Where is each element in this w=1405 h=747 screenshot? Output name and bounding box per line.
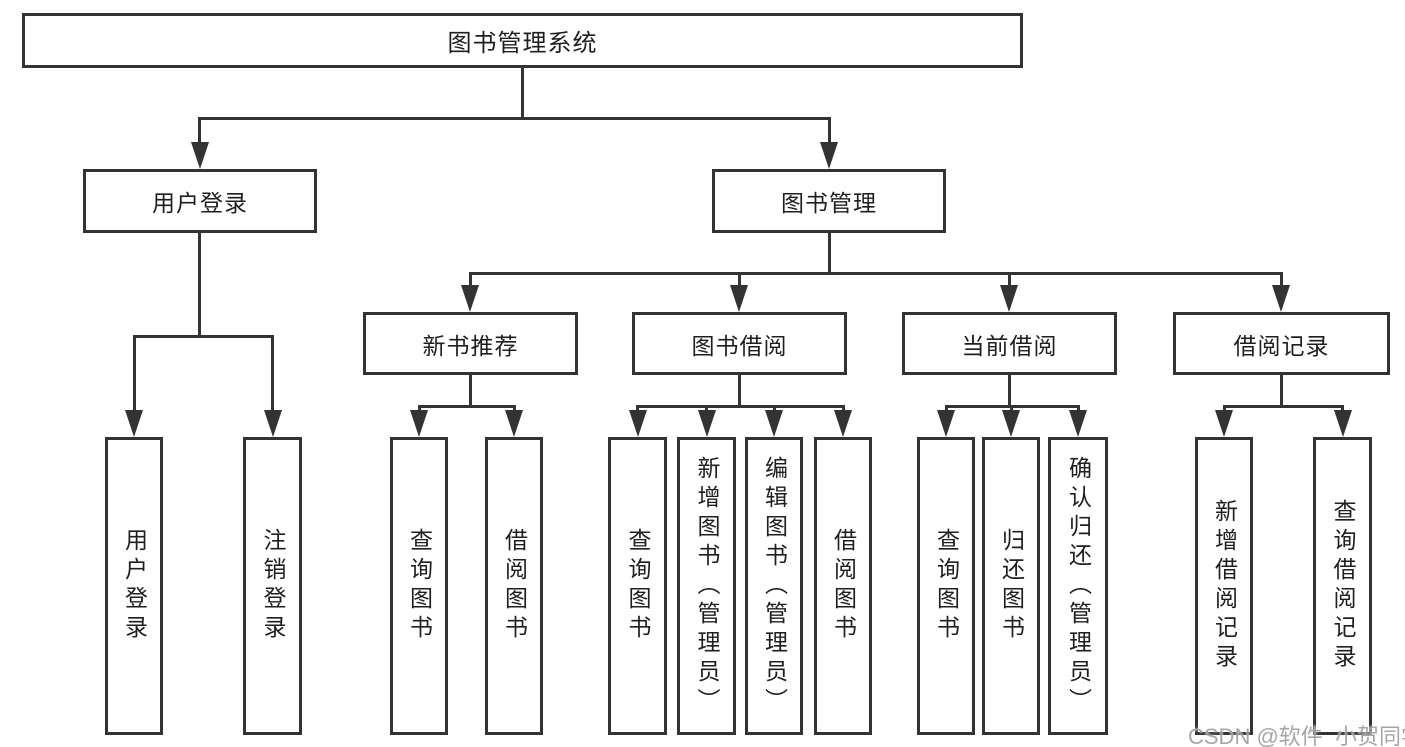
connector-line — [271, 335, 274, 413]
node-book-borrow-label: 图书借阅 — [691, 332, 788, 359]
leaf-borrow-query-books: 查询图书 — [608, 437, 667, 735]
arrowhead-icon — [1069, 410, 1087, 437]
leaf-logout: 注销登录 — [243, 437, 302, 735]
connector-line — [1280, 272, 1283, 288]
leaf-borrow-edit-books-admin-label: 编辑图书（管理员） — [761, 455, 788, 717]
connector-line — [945, 405, 948, 413]
node-new-book-recommend-label: 新书推荐 — [422, 332, 519, 359]
connector-line — [1077, 405, 1080, 413]
connector-line — [1008, 272, 1011, 288]
leaf-logout-label: 注销登录 — [260, 528, 286, 644]
arrowhead-icon — [1272, 285, 1290, 312]
leaf-recommend-query-books-label: 查询图书 — [406, 528, 433, 644]
leaf-recommend-query-books: 查询图书 — [390, 437, 448, 735]
leaf-current-return-books: 归还图书 — [982, 437, 1040, 735]
connector-line — [828, 231, 831, 275]
leaf-borrow-add-books-admin-label: 新增图书（管理员） — [694, 455, 720, 717]
connector-line — [198, 117, 831, 120]
connector-line — [469, 272, 1283, 275]
node-borrow-records: 借阅记录 — [1173, 312, 1390, 375]
connector-line — [828, 117, 831, 145]
leaf-borrow-add-books-admin: 新增图书（管理员） — [677, 437, 736, 735]
node-book-borrow: 图书借阅 — [632, 312, 847, 375]
node-root-label: 图书管理系统 — [447, 30, 598, 57]
arrowhead-icon — [937, 410, 955, 437]
node-user-login: 用户登录 — [83, 169, 317, 233]
leaf-records-add-record: 新增借阅记录 — [1195, 437, 1253, 735]
arrowhead-icon — [1002, 410, 1020, 437]
arrowhead-icon — [264, 410, 282, 437]
connector-line — [198, 231, 201, 338]
watermark: CSDN @软件_小贺同学 — [1188, 724, 1405, 747]
arrowhead-icon — [698, 410, 716, 437]
leaf-current-confirm-return-admin-label: 确认归还（管理员） — [1065, 455, 1092, 717]
connector-line — [636, 405, 639, 413]
leaf-current-confirm-return-admin: 确认归还（管理员） — [1048, 437, 1108, 735]
leaf-recommend-borrow-books-label: 借阅图书 — [501, 528, 528, 644]
arrowhead-icon — [125, 410, 143, 437]
node-book-management: 图书管理 — [712, 169, 946, 233]
connector-line — [1010, 405, 1013, 413]
connector-line — [738, 373, 741, 408]
leaf-borrow-borrow-books: 借阅图书 — [814, 437, 872, 735]
node-user-login-label: 用户登录 — [152, 190, 248, 216]
leaf-records-query-record: 查询借阅记录 — [1313, 437, 1372, 735]
node-new-book-recommend: 新书推荐 — [363, 312, 578, 375]
arrowhead-icon — [730, 285, 748, 312]
connector-line — [133, 335, 136, 413]
connector-line — [738, 272, 741, 288]
connector-line — [469, 272, 472, 288]
connector-line — [1280, 373, 1283, 408]
leaf-recommend-borrow-books: 借阅图书 — [485, 437, 543, 735]
node-current-borrow: 当前借阅 — [902, 312, 1117, 375]
arrowhead-icon — [461, 285, 479, 312]
arrowhead-icon — [820, 142, 838, 169]
connector-line — [1223, 405, 1344, 408]
connector-line — [636, 405, 845, 408]
arrowhead-icon — [765, 410, 783, 437]
arrowhead-icon — [629, 410, 647, 437]
connector-line — [1223, 405, 1226, 413]
arrowhead-icon — [1215, 410, 1233, 437]
arrowhead-icon — [1334, 410, 1352, 437]
connector-line — [1341, 405, 1344, 413]
arrowhead-icon — [505, 410, 523, 437]
arrowhead-icon — [834, 410, 852, 437]
leaf-current-query-books: 查询图书 — [917, 437, 975, 735]
connector-line — [513, 405, 516, 413]
connector-line — [133, 335, 274, 338]
leaf-user-login: 用户登录 — [105, 437, 163, 735]
connector-line — [418, 405, 516, 408]
node-current-borrow-label: 当前借阅 — [961, 332, 1058, 359]
arrowhead-icon — [410, 410, 428, 437]
leaf-borrow-edit-books-admin: 编辑图书（管理员） — [745, 437, 803, 735]
leaf-records-add-record-label: 新增借阅记录 — [1211, 499, 1238, 673]
connector-line — [198, 117, 201, 145]
leaf-records-query-record-label: 查询借阅记录 — [1330, 499, 1356, 673]
leaf-user-login-label: 用户登录 — [121, 528, 148, 644]
connector-line — [842, 405, 845, 413]
connector-line — [705, 405, 708, 413]
connector-line — [521, 66, 524, 120]
leaf-current-return-books-label: 归还图书 — [998, 528, 1025, 644]
connector-line — [1008, 373, 1011, 408]
connector-line — [469, 373, 472, 408]
leaf-current-query-books-label: 查询图书 — [933, 528, 960, 644]
connector-line — [418, 405, 421, 413]
connector-line — [773, 405, 776, 413]
node-borrow-records-label: 借阅记录 — [1233, 332, 1330, 359]
arrowhead-icon — [191, 142, 209, 169]
leaf-borrow-borrow-books-label: 借阅图书 — [830, 528, 857, 644]
leaf-borrow-query-books-label: 查询图书 — [625, 528, 651, 644]
arrowhead-icon — [1000, 285, 1018, 312]
node-book-management-label: 图书管理 — [781, 190, 877, 216]
node-root: 图书管理系统 — [22, 13, 1023, 68]
